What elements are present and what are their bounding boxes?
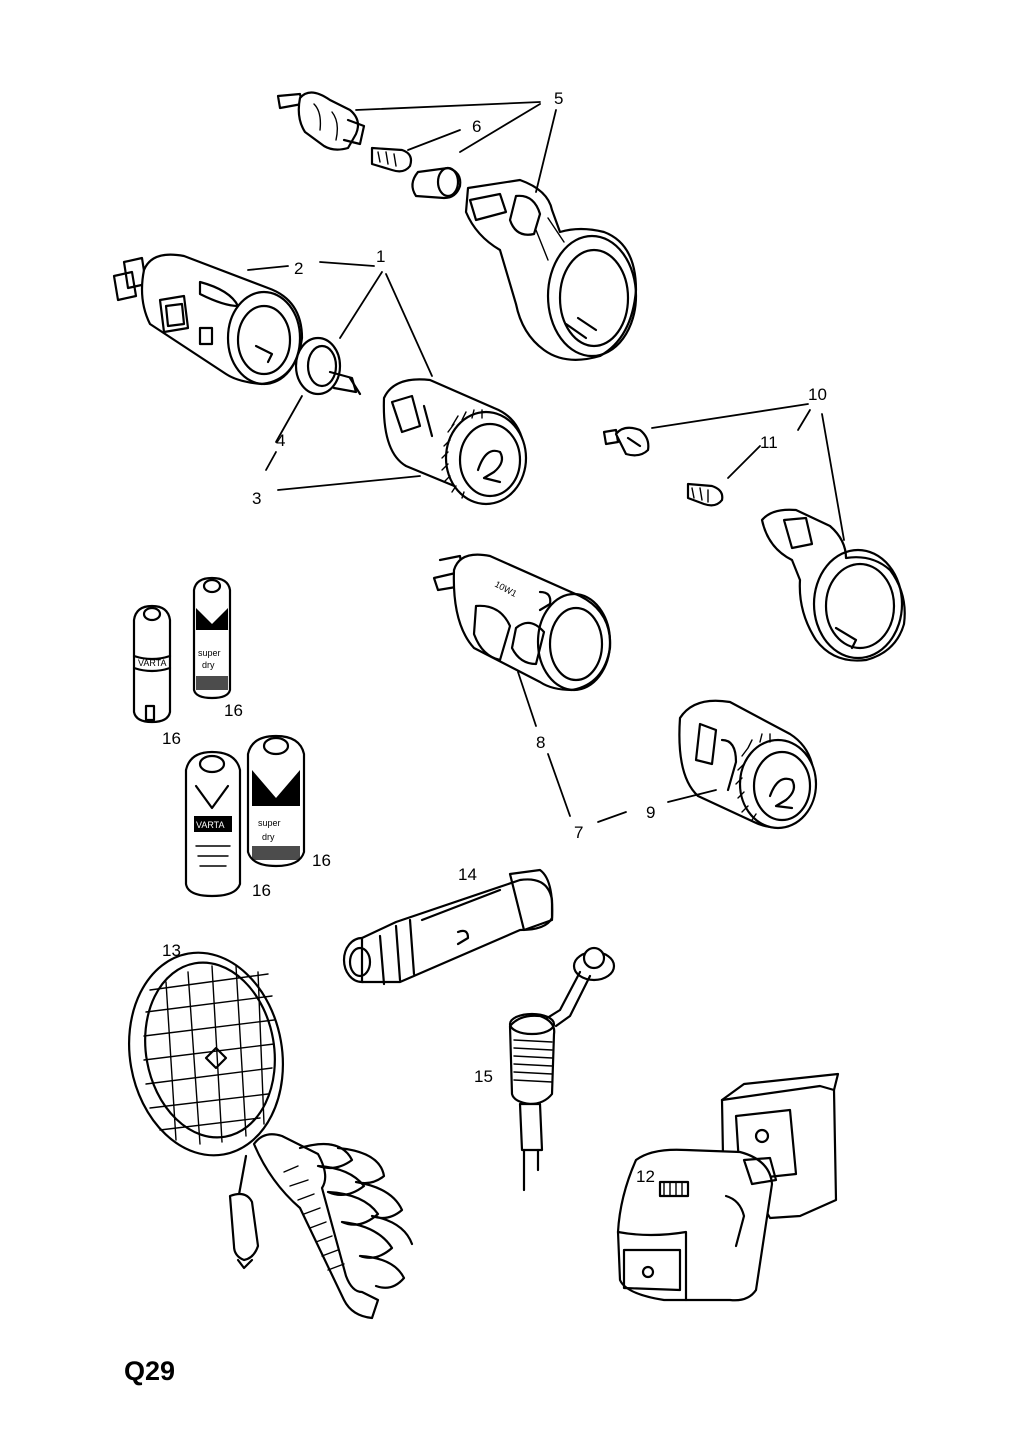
part-10-ring-with-lamp (602, 426, 906, 662)
page-code: Q29 (124, 1356, 175, 1386)
part-2-socket-body (112, 253, 304, 386)
callout-numbers: 5 6 1 2 4 3 10 11 8 7 9 16 16 16 16 14 1… (162, 89, 827, 1186)
part-4-heating-element (294, 336, 362, 396)
callout-1: 1 (376, 247, 385, 266)
callout-15: 15 (474, 1067, 493, 1086)
callout-6: 6 (472, 117, 481, 136)
part-9-lighter-plug (678, 699, 818, 830)
callout-13: 13 (162, 941, 181, 960)
callout-2: 2 (294, 259, 303, 278)
battery-brand-2: VARTA (196, 820, 225, 830)
part-15-lamp-socket (508, 946, 616, 1192)
callout-4: 4 (276, 431, 285, 450)
part-16-batteries: VARTA super dry VARTA super dry (132, 576, 306, 898)
callout-8: 8 (536, 733, 545, 752)
callout-14: 14 (458, 865, 477, 884)
part-14-plug-adapter (342, 868, 554, 986)
leader-lines (247, 101, 845, 823)
part-12-work-lamp (616, 1072, 840, 1302)
part-8-socket-10w: 10W1 (432, 553, 612, 692)
callout-10: 10 (808, 385, 827, 404)
callout-12: 12 (636, 1167, 655, 1186)
part-5-illuminated-socket (276, 91, 638, 361)
callout-16-a: 16 (224, 701, 243, 720)
battery-line2-2: dry (262, 832, 275, 842)
battery-line1-2: super (258, 818, 281, 828)
battery-brand-1: VARTA (138, 658, 167, 668)
part-3-lighter-plug (382, 378, 528, 506)
callout-11: 11 (760, 433, 778, 452)
callout-3: 3 (252, 489, 261, 508)
callout-5: 5 (554, 89, 563, 108)
part-13-inspection-lamp (127, 951, 414, 1320)
callout-16-d: 16 (252, 881, 271, 900)
callout-16-b: 16 (162, 729, 181, 748)
battery-line2-1: dry (202, 660, 215, 670)
callout-9: 9 (646, 803, 655, 822)
callout-7: 7 (574, 823, 583, 842)
callout-16-c: 16 (312, 851, 331, 870)
battery-line1-1: super (198, 648, 221, 658)
